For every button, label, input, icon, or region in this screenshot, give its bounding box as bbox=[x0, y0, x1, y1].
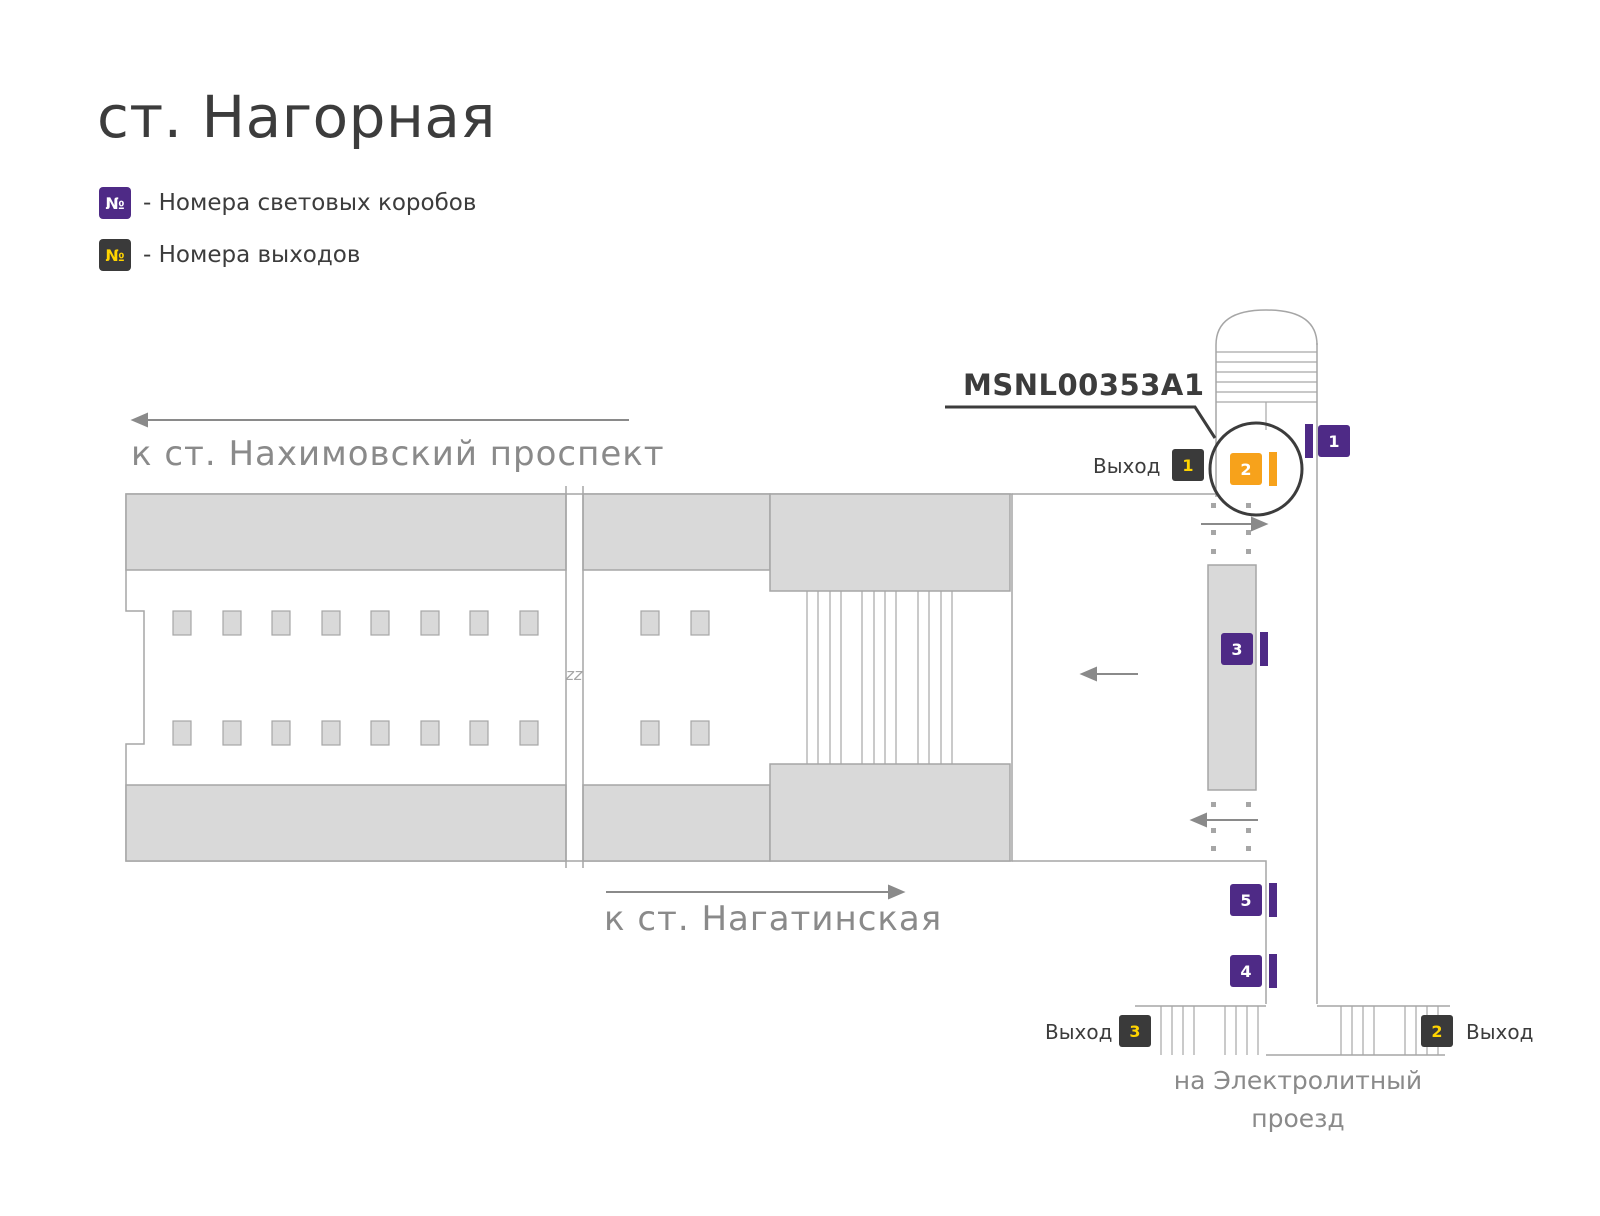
lightbox-badge-1: 1 bbox=[1318, 425, 1350, 457]
top-stairs bbox=[1216, 351, 1317, 430]
lightbox-badge-5: 5 bbox=[1230, 884, 1262, 916]
legend-exits: № - Номера выходов bbox=[99, 239, 360, 271]
track-top-left bbox=[125, 493, 567, 571]
legend-exit-badge: № bbox=[99, 239, 131, 271]
lightbox-bar-3 bbox=[1260, 632, 1268, 666]
block-top bbox=[769, 493, 1011, 592]
lightbox-badge-4: 4 bbox=[1230, 955, 1262, 987]
lightbox-badge-2-highlighted: 2 bbox=[1230, 453, 1262, 485]
street-label: на Электролитный проезд bbox=[1148, 1062, 1448, 1138]
legend-lightbox-text: - Номера световых коробов bbox=[143, 190, 477, 216]
lightbox-bar-1 bbox=[1305, 424, 1313, 458]
arrows bbox=[130, 412, 1269, 900]
highlight-code: MSNL00353A1 bbox=[963, 368, 1205, 402]
track-top-right bbox=[582, 493, 771, 571]
columns bbox=[172, 610, 710, 746]
highlight-circle bbox=[1208, 421, 1304, 517]
break-mark: zz bbox=[565, 665, 583, 684]
legend-exit-text: - Номера выходов bbox=[143, 242, 361, 268]
legend-lightbox-badge: № bbox=[99, 187, 131, 219]
center-pillar bbox=[1207, 564, 1257, 791]
direction-nagatinskaya: к ст. Нагатинская bbox=[604, 899, 943, 939]
street-line-2: проезд bbox=[1251, 1104, 1345, 1133]
central-stairs bbox=[806, 591, 953, 764]
page-title: ст. Нагорная bbox=[97, 83, 496, 151]
exit-label-1: Выход bbox=[1093, 454, 1161, 478]
bottom-walls bbox=[1135, 1005, 1450, 1056]
exit-badge-1: 1 bbox=[1172, 449, 1204, 481]
exit-label-3: Выход bbox=[1045, 1020, 1113, 1044]
exit-badge-2: 2 bbox=[1421, 1015, 1453, 1047]
block-bottom bbox=[769, 763, 1011, 862]
turnstile-dots bbox=[1211, 503, 1251, 851]
track-bottom-left bbox=[125, 784, 567, 862]
exit-badge-3: 3 bbox=[1119, 1015, 1151, 1047]
leader-line bbox=[945, 405, 1217, 439]
street-line-1: на Электролитный bbox=[1173, 1066, 1423, 1095]
legend-lightboxes: № - Номера световых коробов bbox=[99, 187, 476, 219]
lightbox-badge-3: 3 bbox=[1221, 633, 1253, 665]
direction-nakhimovsky: к ст. Нахимовский проспект bbox=[131, 434, 665, 474]
lightbox-bar-2-highlighted bbox=[1269, 452, 1277, 486]
track-bottom-right bbox=[582, 784, 771, 862]
top-dome bbox=[1215, 309, 1318, 497]
bottom-stairs-left bbox=[1160, 1006, 1259, 1055]
lightbox-bar-4 bbox=[1269, 954, 1277, 988]
exit-label-2: Выход bbox=[1466, 1020, 1534, 1044]
corridor-bottom-line bbox=[1012, 860, 1267, 1004]
lightbox-bar-5 bbox=[1269, 883, 1277, 917]
